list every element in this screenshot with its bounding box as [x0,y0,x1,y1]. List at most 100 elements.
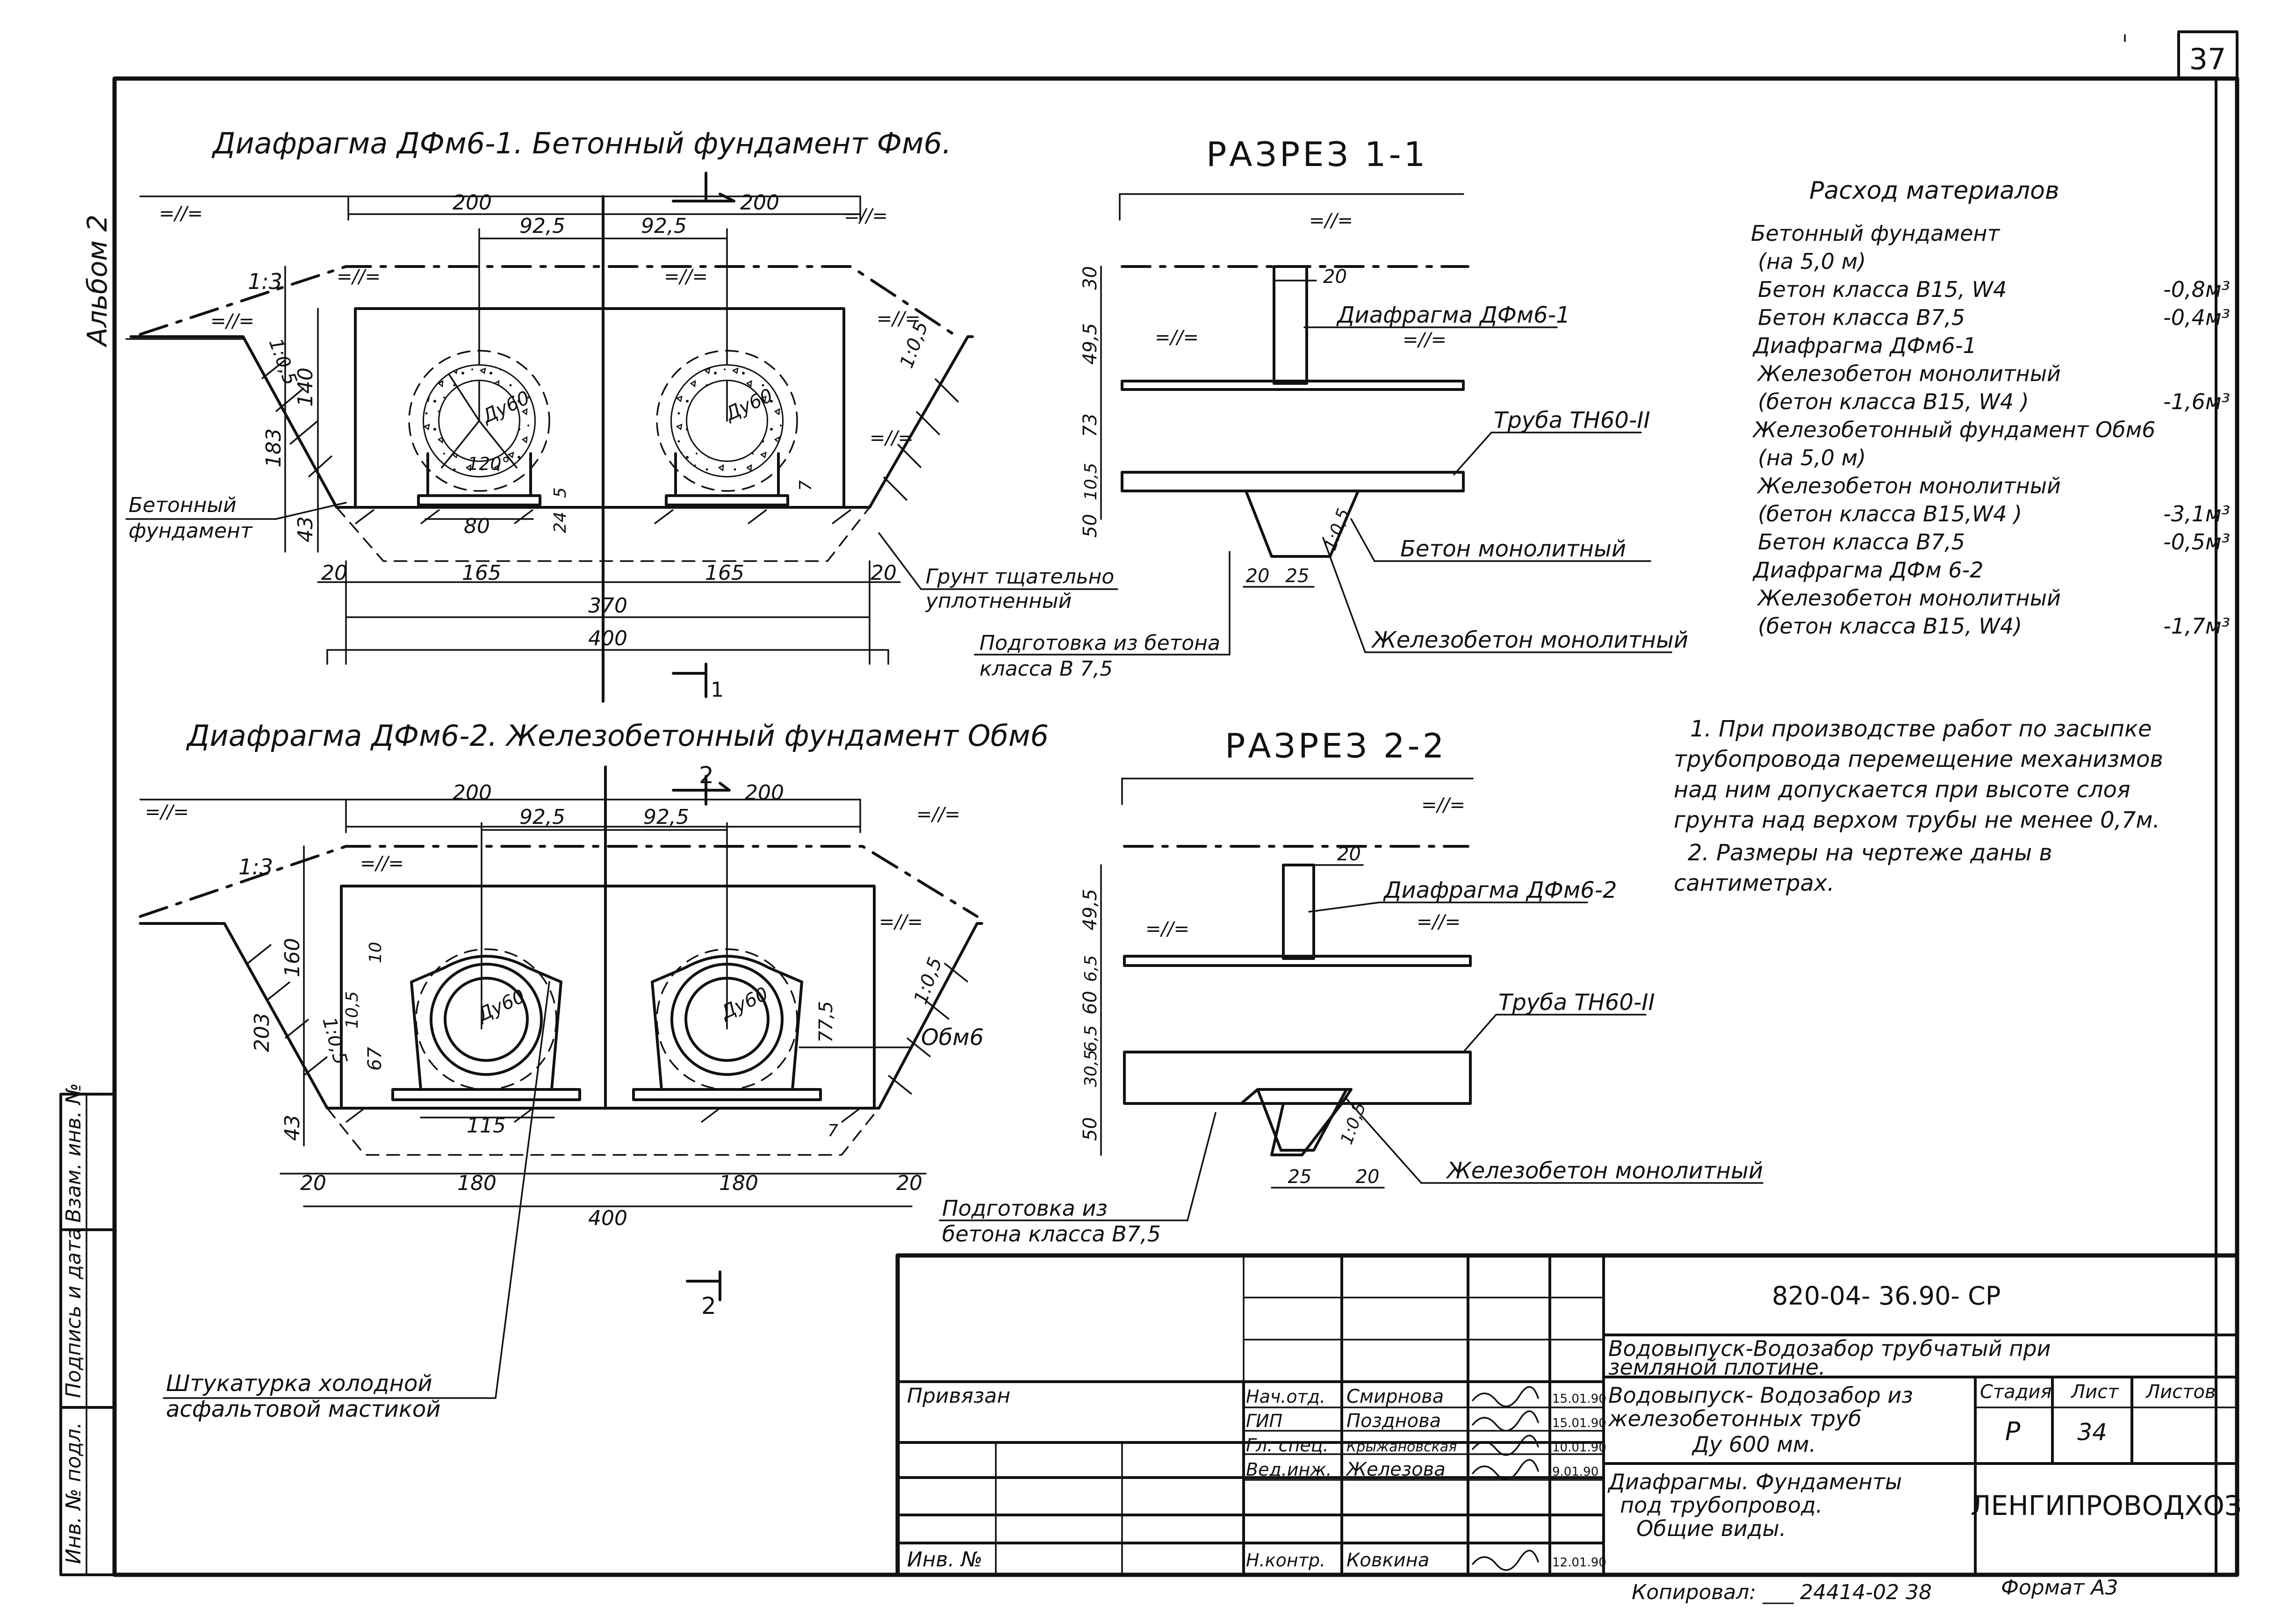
signer-name-2: Крыжановская [1346,1439,1457,1455]
side-stamp [59,1093,116,1576]
bottom-pipe-right [632,948,822,1101]
top-label-prep-2: класса В 7,5 [979,657,1113,681]
top-dim-5: 5 [551,487,570,498]
section1-dim-73: 73 [1080,413,1101,437]
side-inv-orig: Инв. № подл. [62,1422,86,1564]
album-label: Альбом 2 [81,215,113,348]
bottom-dim-67: 67 [364,1047,386,1071]
title-block: 820-04- 36.90- СР Водовыпуск-Водозабор т… [895,1253,2242,1604]
stamp-sheet-title-1: Диафрагмы. Фундаменты [1607,1469,1902,1494]
top-dim-92-5-right: 92,5 [641,214,687,238]
stamp-object-1: Водовыпуск- Водозабор из [1608,1383,1913,1408]
bottom-dim-20-left: 20 [300,1171,326,1195]
section2-dim-25: 25 [1288,1166,1312,1188]
signer-signature-3 [1472,1459,1539,1480]
signer-role-2: Гл. спец. [1246,1435,1329,1456]
stamp-sheet-title-3: Общие виды. [1636,1516,1786,1541]
top-section-mark: 1 [711,678,724,702]
materials-row-12: Диафрагма ДФм 6-2 [1752,557,1983,583]
top-dim-20-right: 20 [871,561,897,585]
signer-signature-4 [1472,1550,1539,1571]
materials-row-2: Бетон класса В15, W4 [1758,277,2007,302]
top-dim-400: 400 [588,627,627,650]
section1-level-mark-2: =//= [1155,327,1199,348]
section2-level-mark-1: =//= [1421,794,1465,816]
bottom-dim-203: 203 [250,1013,274,1052]
signer-name-3: Железова [1345,1459,1446,1480]
top-dim-7: 7 [796,480,815,491]
top-dim-200-right: 200 [740,191,779,215]
top-slope-hatch [261,359,959,525]
section1-dim-20b: 20 [1246,565,1270,587]
materials-value-3: -0,4м³ [2163,305,2230,330]
section2-dim-20b: 20 [1356,1166,1380,1188]
notes-block: 1. При производстве работ по засыпке тру… [1674,716,2163,896]
materials-row-3: Бетон класса В7,5 [1758,305,1965,330]
bottom-slope-right: 1:0,5 [910,954,946,1007]
bottom-dim-7: 7 [828,1121,838,1140]
bottom-level-mark-3: =//= [916,804,960,825]
note-line-6: сантиметрах. [1674,870,1835,896]
signer-signature-2 [1472,1435,1539,1456]
stamp-sheets-label: Листов [2145,1381,2216,1403]
bottom-dim-115: 115 [467,1114,506,1138]
section1-dim-20: 20 [1323,266,1347,288]
bottom-dim-10: 10 [366,942,385,963]
materials-row-1: (на 5,0 м) [1758,249,1866,274]
bottom-dim-200-left: 200 [453,781,492,805]
side-replace-inv: Взам. инв. № [62,1083,86,1223]
materials-row-0: Бетонный фундамент [1751,221,2000,246]
bottom-dim-20-right: 20 [896,1171,922,1195]
stamp-stage-label: Стадия [1980,1381,2051,1403]
stamp-copied: Копировал: ___ 24414-02 38 [1632,1580,1932,1604]
page-number: 37 [2189,42,2226,76]
top-level-mark-2: =//= [337,266,381,288]
stamp-project-2: земляной плотине. [1608,1355,1826,1380]
top-label-prep-1: Подготовка из бетона [979,631,1220,655]
section1-label-diaphragm: Диафрагма ДФм6-1 [1336,302,1570,328]
materials-row-8: (на 5,0 м) [1758,445,1866,470]
materials-title: Расход материалов [1809,177,2059,205]
top-dim-165-right: 165 [705,561,744,585]
top-label-foundation-1: Бетонный [129,493,237,517]
section2-dim-6-5b: 6,5 [1081,1025,1101,1052]
section2-level-mark-2: =//= [1145,918,1189,940]
stamp-stage: Р [2005,1417,2021,1446]
stamp-object-2: железобетонных труб [1608,1406,1862,1431]
stamp-org: ЛЕНГИПРОВОДХОЗ [1971,1490,2242,1521]
stamp-bound-label: Привязан [907,1384,1010,1408]
top-dim-80: 80 [464,514,490,538]
stamp-sheet: 34 [2077,1419,2107,1446]
materials-value-6: -1,6м³ [2163,389,2230,414]
top-slope-1-3: 1:3 [248,269,282,294]
section1-title: РАЗРЕЗ 1-1 [1206,135,1428,174]
signer-date-4: 12.01.90 [1552,1556,1606,1570]
bottom-slope-1-3: 1:3 [238,854,273,880]
top-dim-24: 24 [551,512,570,533]
bottom-section-mark-top: 2 [699,762,714,789]
section2-dim-60: 60 [1080,991,1101,1015]
top-pipe-right [656,350,798,506]
bottom-label-plaster-2: асфальтовой мастикой [166,1396,440,1422]
bottom-label-obm6: Обм6 [921,1024,984,1051]
section-2-2: РАЗРЕЗ 2-2 =//= 20 =//= =//= 49,5 6,5 60… [939,726,1763,1247]
section-1-1: РАЗРЕЗ 1-1 =//= 20 =//= =//= 30 49,5 73 … [1080,135,1688,653]
bottom-dim-92-5-left: 92,5 [519,805,565,829]
materials-row-13: Железобетон монолитный [1756,585,2061,611]
signer-date-1: 15.01.90 [1552,1416,1606,1430]
materials-row-6: (бетон класса В15, W4 ) [1758,389,2029,414]
materials-value-10: -3,1м³ [2163,501,2230,526]
top-dim-183: 183 [262,428,286,468]
materials-row-4: Диафрагма ДФм6-1 [1752,333,1977,358]
top-level-mark-4: =//= [844,205,888,227]
bottom-view: Диафрагма ДФм6-2. Железобетонный фундаме… [139,719,1049,1422]
materials-row-5: Железобетон монолитный [1756,361,2061,386]
bottom-dim-43: 43 [281,1115,304,1141]
bottom-dim-180-left: 180 [457,1171,497,1195]
bottom-section-mark-bottom: 2 [701,1292,716,1320]
section2-title: РАЗРЕЗ 2-2 [1225,726,1447,765]
section1-label-pipe: Труба ТН60-II [1494,407,1650,433]
top-title: Диафрагма ДФм6-1. Бетонный фундамент Фм6… [211,126,951,160]
signer-role-0: Нач.отд. [1246,1386,1325,1407]
top-dim-140: 140 [294,368,317,407]
